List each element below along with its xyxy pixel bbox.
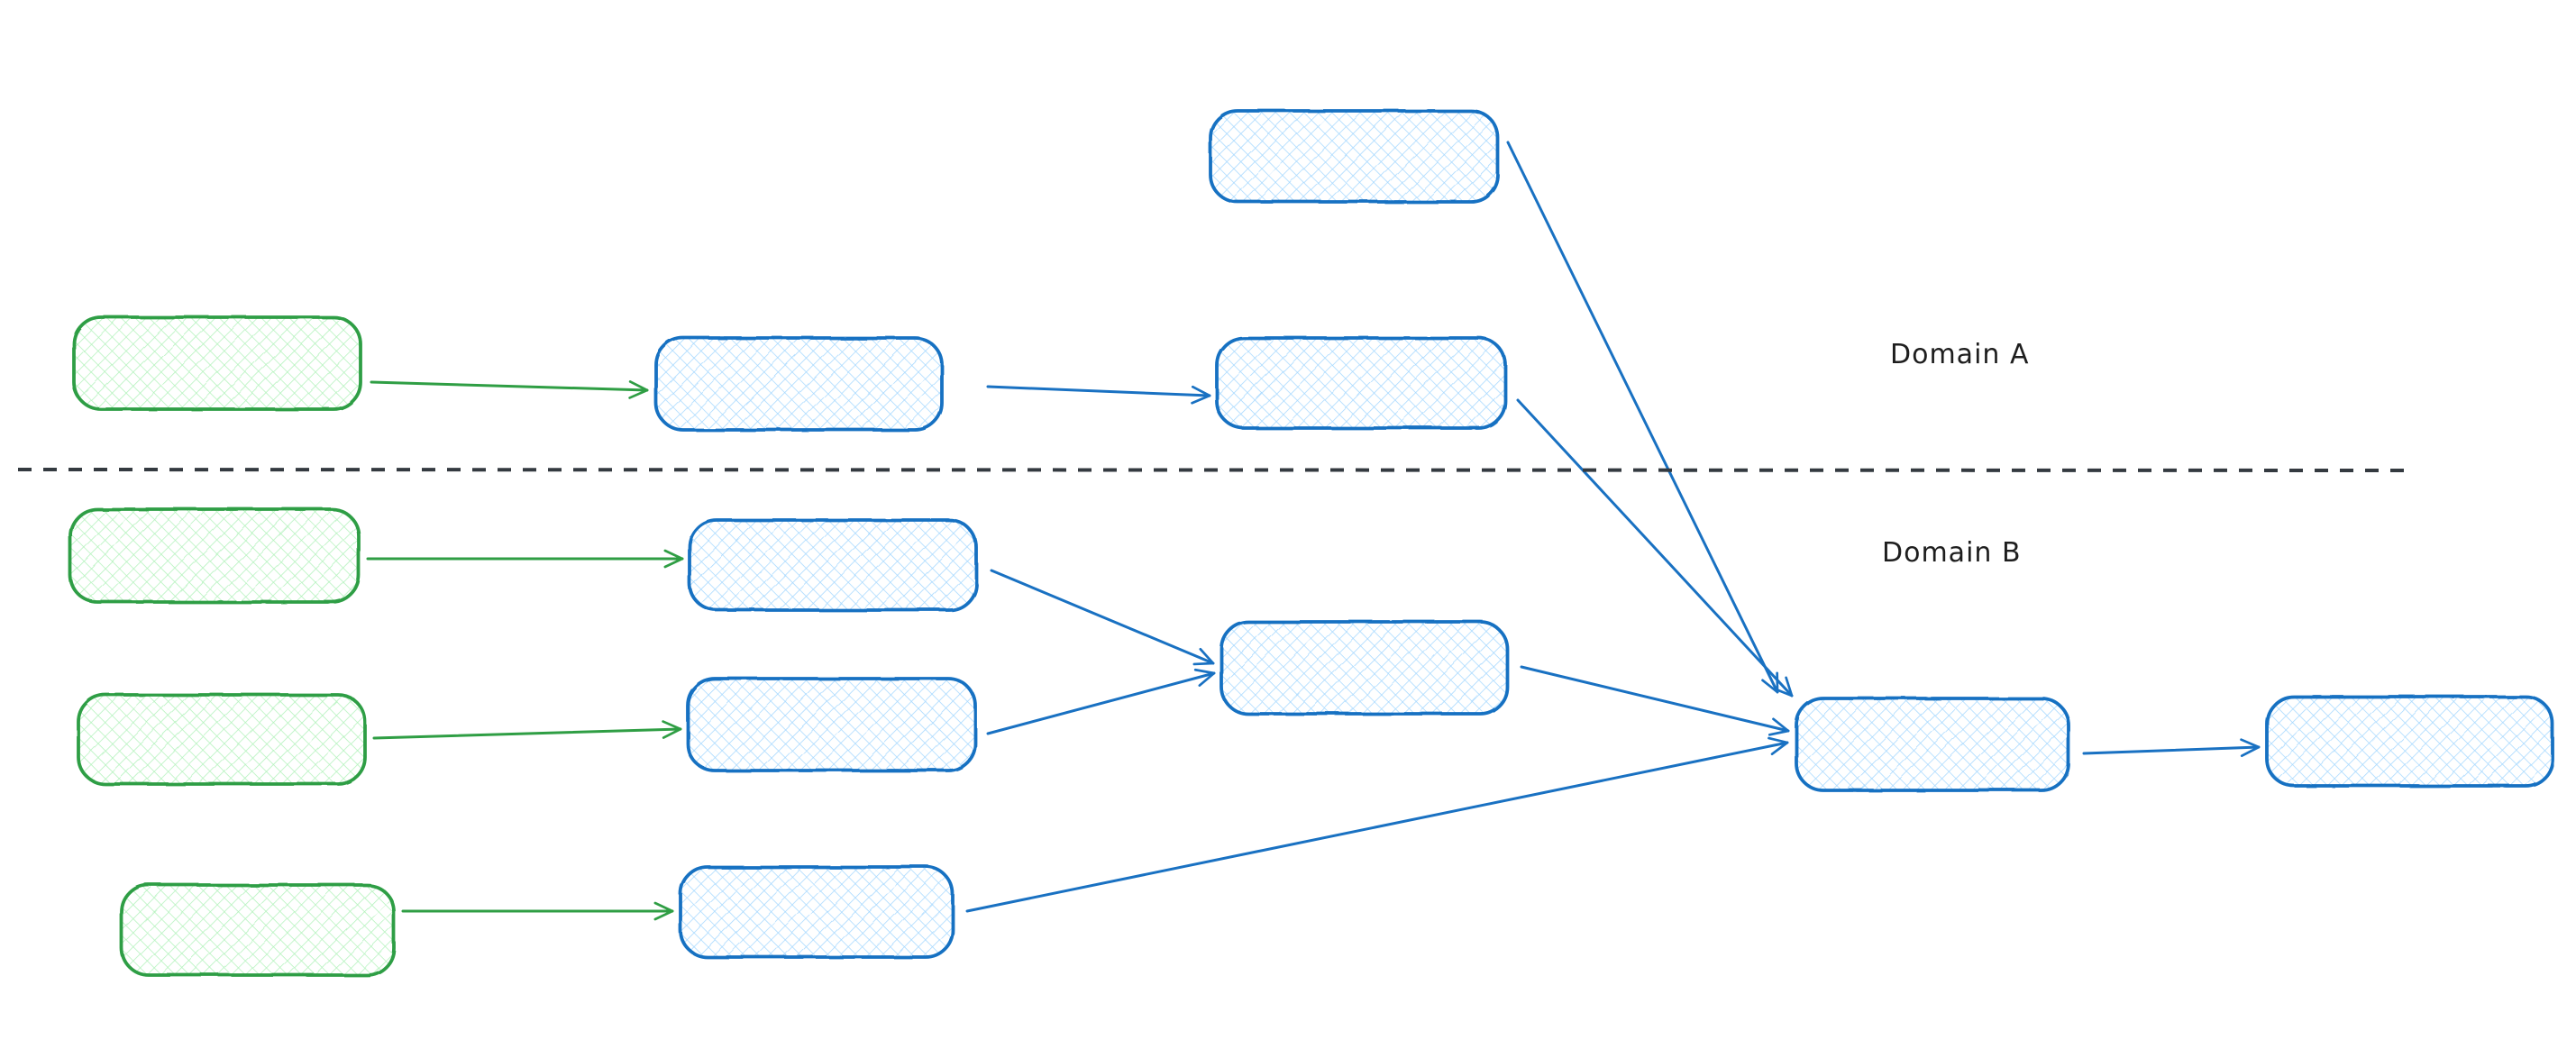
node-a-blue-top[interactable] <box>1209 109 1500 204</box>
arrow-b-green-source-2_to_b-blue-stage1-2[interactable] <box>372 720 682 740</box>
arrow-b-blue-collector_to_b-blue-output[interactable] <box>2082 738 2261 758</box>
node-b-blue-stage1-3[interactable] <box>679 865 955 959</box>
domain-a-label[interactable]: Domain A <box>1890 339 2029 370</box>
nodes-layer <box>69 109 2554 977</box>
node-b-blue-merge[interactable] <box>1219 620 1509 716</box>
arrow-a-green-source_to_a-blue-stage1[interactable] <box>370 380 649 399</box>
arrow-a-blue-top_to_b-blue-collector[interactable] <box>1506 141 1779 694</box>
domain-b-label[interactable]: Domain B <box>1882 537 2022 569</box>
node-a-blue-stage1[interactable] <box>654 336 944 432</box>
arrow-a-blue-stage1_to_a-blue-stage2[interactable] <box>986 385 1211 405</box>
annotations-layer: Domain A Domain B <box>17 339 2414 569</box>
node-b-green-source-1[interactable] <box>69 507 361 604</box>
arrow-b-blue-merge_to_b-blue-collector[interactable] <box>1520 665 1790 736</box>
node-b-blue-collector[interactable] <box>1795 697 2070 792</box>
node-b-blue-stage1-1[interactable] <box>688 518 978 612</box>
node-b-blue-output[interactable] <box>2265 695 2554 788</box>
node-b-green-source-2[interactable] <box>77 693 367 786</box>
node-a-green-source[interactable] <box>72 315 362 411</box>
arrow-b-blue-stage1-3_to_b-blue-collector[interactable] <box>965 736 1789 913</box>
arrow-a-blue-stage2_to_b-blue-collector[interactable] <box>1516 398 1794 698</box>
node-a-blue-stage2[interactable] <box>1215 336 1507 430</box>
arrow-b-blue-stage1-2_to_b-blue-merge[interactable] <box>986 668 1216 735</box>
edges-layer <box>366 141 2261 921</box>
arrow-b-blue-stage1-1_to_b-blue-merge[interactable] <box>990 569 1215 666</box>
node-b-blue-stage1-2[interactable] <box>686 677 977 772</box>
node-b-green-source-3[interactable] <box>120 883 396 977</box>
